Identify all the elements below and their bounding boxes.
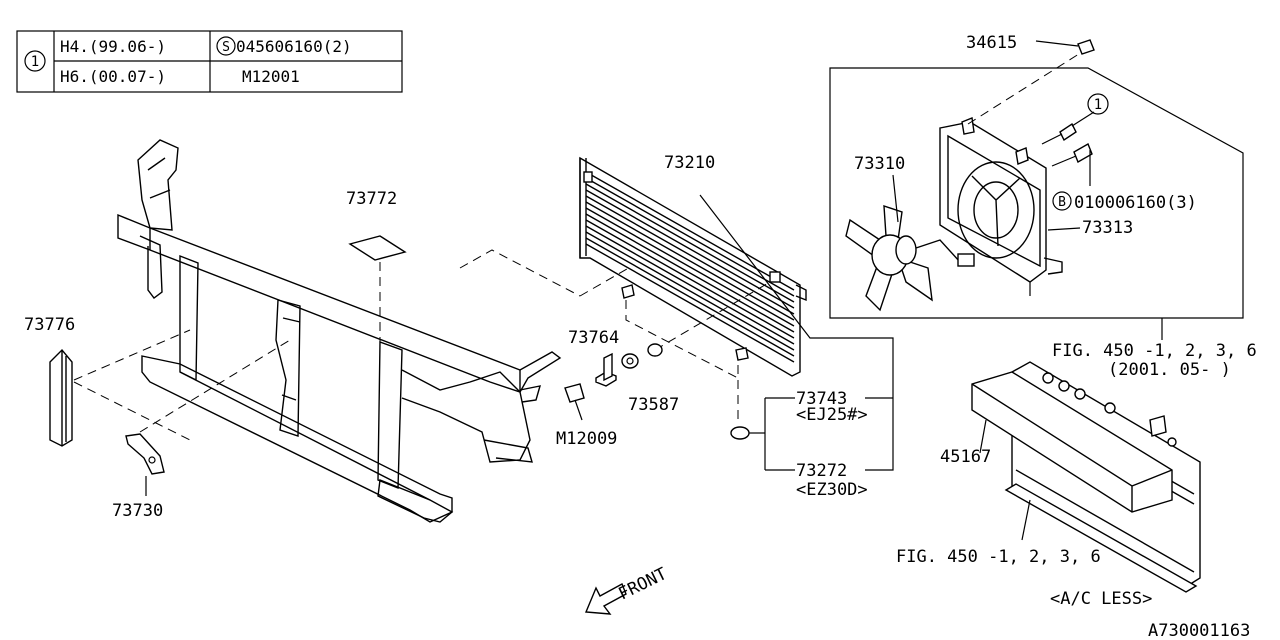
legend-row2-part: M12001 <box>242 67 300 86</box>
label-73587: 73587 <box>628 395 679 415</box>
front-arrow: FRONT <box>584 564 670 615</box>
label-45167: 45167 <box>940 447 991 467</box>
part-73776-seal <box>49 329 191 447</box>
label-73772: 73772 <box>346 189 397 209</box>
legend-mark: 1 <box>31 54 39 70</box>
label-fig-fan: FIG. 450 -1, 2, 3, 6 <box>1052 341 1257 361</box>
legend-s-circle <box>216 36 236 56</box>
label-ac-less: <A/C LESS> <box>1050 589 1152 609</box>
label-fig-rad: FIG. 450 -1, 2, 3, 6 <box>896 547 1101 567</box>
legend-row1-model: H4.(99.06-) <box>60 37 166 56</box>
radiator-support-frame <box>117 139 562 523</box>
label-m12009: M12009 <box>556 429 617 449</box>
fan-assembly-box <box>829 51 1244 340</box>
label-ez30d: <EZ30D> <box>796 480 868 500</box>
label-fig-fan-date: (2001. 05- ) <box>1108 360 1231 380</box>
label-73310: 73310 <box>854 154 905 174</box>
label-b-part: 010006160(3) <box>1074 193 1197 213</box>
part-73772-pad <box>348 235 407 345</box>
legend-row2-model: H6.(00.07-) <box>60 67 166 86</box>
radiator-45167 <box>971 361 1201 593</box>
label-73272: 73272 <box>796 461 847 481</box>
legend-row1-s-mark: S <box>222 40 230 55</box>
part-73730-bracket <box>125 339 291 496</box>
fan-blade <box>845 205 975 312</box>
legend-mark-circle <box>24 50 46 72</box>
label-73743: 73743 <box>796 389 847 409</box>
label-b-mark: B <box>1058 195 1066 210</box>
label-73776: 73776 <box>24 315 75 335</box>
small-hardware <box>564 343 795 471</box>
diagram-id: A730001163 <box>1148 621 1250 640</box>
label-circle1: 1 <box>1094 97 1102 113</box>
part-34615-clip <box>1035 39 1095 55</box>
label-73730: 73730 <box>112 501 163 521</box>
label-73210: 73210 <box>664 153 715 173</box>
label-73313: 73313 <box>1082 218 1133 238</box>
label-front: FRONT <box>615 564 670 604</box>
legend-table: 1 H4.(99.06-) S 045606160(2) H6.(00.07-)… <box>16 30 403 93</box>
circle1-mark <box>1087 93 1109 115</box>
legend-row1-part: 045606160(2) <box>236 37 352 56</box>
label-34615: 34615 <box>966 33 1017 53</box>
b-mark-circle <box>1052 191 1072 211</box>
condenser-73210 <box>459 156 807 420</box>
label-73764: 73764 <box>568 328 619 348</box>
label-ej25: <EJ25#> <box>796 405 868 425</box>
